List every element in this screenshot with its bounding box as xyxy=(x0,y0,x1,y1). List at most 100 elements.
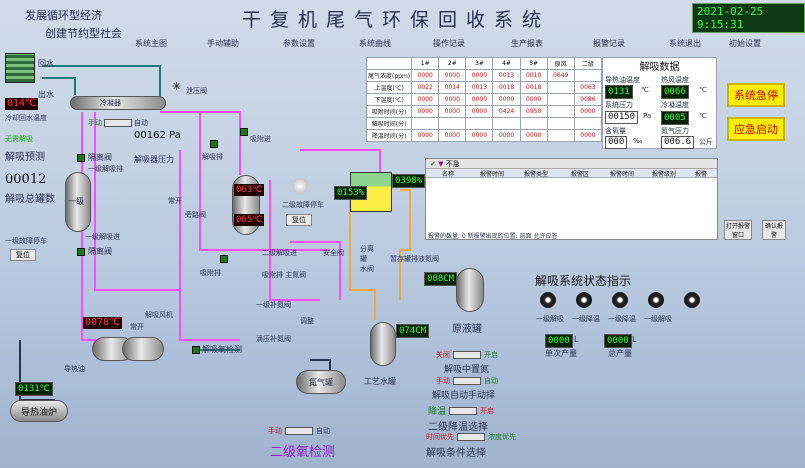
cooling-label: 冷却回水温度 xyxy=(5,114,47,122)
selector-3[interactable]: 降温 开启 xyxy=(428,404,494,417)
status-light-label: 一级降温 xyxy=(608,315,636,323)
separator-label: 分离罐 xyxy=(360,245,374,263)
menu-item-oplog[interactable]: 操作记录 xyxy=(433,39,465,48)
process-level: 074CM xyxy=(396,324,430,338)
status-light-icon xyxy=(612,292,628,308)
selector-on: 时间优先 xyxy=(426,433,454,441)
trim-label: 调整 xyxy=(300,317,314,325)
check-icon[interactable]: ✔ xyxy=(430,160,436,168)
manual-label: 手动 xyxy=(268,427,282,435)
normally-open-2-label: 常开 xyxy=(130,323,144,331)
isolation-valve-2[interactable] xyxy=(77,248,85,256)
hot-air-value: 0066 xyxy=(661,85,689,99)
condenser-vessel xyxy=(70,96,166,110)
menu-item-params[interactable]: 参数设置 xyxy=(283,39,315,48)
menu-item-report[interactable]: 生产报表 xyxy=(511,39,543,48)
menu-item-manual[interactable]: 手动辅助 xyxy=(207,39,239,48)
selector-2[interactable]: 手动 自动 xyxy=(436,376,498,386)
selector-off: 开启 xyxy=(484,351,498,359)
selector-4-label: 解吸条件选择 xyxy=(426,448,486,459)
menu-item-exit[interactable]: 系统退出 xyxy=(669,39,701,48)
cooling-temp: 014℃ xyxy=(5,98,39,110)
open-alarm-button[interactable]: 打开报警窗口 xyxy=(724,220,752,240)
alarm-col: 报警时间 xyxy=(609,171,634,178)
oxygen-switch[interactable] xyxy=(285,427,313,435)
slogan-1: 发展循环型经济 xyxy=(25,9,102,22)
stage2-desorb-in-label: 二级解吸进 xyxy=(262,249,297,257)
stage2-temp-top: 063℃ xyxy=(234,184,265,196)
single-output: 0000 xyxy=(545,334,573,348)
desorb-unit: 公斤 xyxy=(699,138,713,146)
desorb-label: 系统压力 xyxy=(605,101,633,109)
alarm-col: 报警 xyxy=(694,171,707,178)
water-valve-label: 水阀 xyxy=(360,265,374,273)
total-count: 00012 xyxy=(5,172,47,187)
single-output-unit: L xyxy=(574,335,579,344)
stage2-oxygen-label: 二级氧检测 xyxy=(270,445,336,460)
normally-open-label: 常开 xyxy=(168,197,182,205)
selector-switch[interactable] xyxy=(457,433,485,441)
menu-item-init[interactable]: 初始设置 xyxy=(729,39,761,48)
selector-switch[interactable] xyxy=(449,406,478,415)
process-tank-label: 工艺水罐 xyxy=(364,377,396,386)
clock: 2021-02-25 9:15:31 xyxy=(692,3,805,33)
alarm-window: ✔ ▼ 不急 名称 报警时间 报警类型 报警区 报警时间 报警级别 报警 报警的… xyxy=(425,158,718,240)
selector-on: 降温 xyxy=(428,407,447,417)
filter-icon[interactable]: ▼ xyxy=(438,160,444,168)
menu-item-alarm[interactable]: 报警记录 xyxy=(593,39,625,48)
emergency-stop-button[interactable]: 系统急停 xyxy=(727,83,785,107)
status-light-label: 一级降温 xyxy=(572,315,600,323)
emergency-start-button[interactable]: 应急启动 xyxy=(727,117,785,141)
oxygen-valve[interactable] xyxy=(192,345,200,354)
selector-switch[interactable] xyxy=(453,351,481,359)
oil-pipe xyxy=(399,189,411,300)
out-water-label: 出水 xyxy=(38,90,54,99)
adsorb-main-label: 吸附排 主氮阀 xyxy=(262,271,307,279)
selector-1[interactable]: 关闭 开启 xyxy=(436,350,498,360)
desorb-label: 热风温度 xyxy=(661,76,689,84)
stock-tank-label: 原液罐 xyxy=(452,324,482,335)
oil-heater: 导热油炉 xyxy=(10,400,68,422)
manual-switch[interactable]: 手动 自动 xyxy=(88,118,148,128)
alarm-header: 名称 报警时间 报警类型 报警区 报警时间 报警级别 报警 xyxy=(426,169,717,178)
alarm-filter[interactable]: 不急 xyxy=(445,160,460,168)
selector-switch[interactable] xyxy=(453,377,481,385)
stage2-oxygen-switch[interactable]: 手动 自动 xyxy=(268,426,330,436)
nitrogen-pipe xyxy=(199,112,330,251)
oil-pipe xyxy=(349,200,376,320)
stock-tank xyxy=(456,268,484,312)
stage1-fault-label: 一级故障停车 xyxy=(5,237,47,245)
nitrogen-pipe xyxy=(300,149,381,175)
desorb-label: 含氧量 xyxy=(605,127,626,135)
confirm-alarm-button[interactable]: 确认报警 xyxy=(762,220,786,240)
desorb-unit: ℃ xyxy=(641,86,649,94)
cell: 0000 xyxy=(492,129,521,142)
menu-item-main[interactable]: 系统主图 xyxy=(135,39,167,48)
isolation-valve-1[interactable] xyxy=(77,154,85,162)
process-tank xyxy=(370,322,396,366)
stage1-reset-button[interactable]: 复位 xyxy=(10,249,36,261)
stage2-desorb-out-label: 一级补氮阀 xyxy=(256,301,291,309)
manual-label: 手动 xyxy=(88,119,102,127)
temp-guide-label: 导热油 xyxy=(64,365,85,373)
desorb-exhaust-valve[interactable] xyxy=(210,140,218,148)
isolation-label-2: 隔离阀 xyxy=(88,247,112,256)
adsorb-out-valve[interactable] xyxy=(220,255,228,263)
page-title: 干复机尾气环保回收系统 xyxy=(242,9,551,31)
circ-water-label: 回水 xyxy=(38,59,54,68)
stage2-reset-button[interactable]: 复位 xyxy=(286,214,312,226)
oil-temp-value: 0131 xyxy=(605,85,633,99)
alarm-toolbar: ✔ ▼ 不急 xyxy=(426,159,717,169)
adsorb-in-valve[interactable] xyxy=(240,128,248,136)
stage2-temp-bottom: 065℃ xyxy=(234,214,265,226)
bypass-n2-label: 滴压补氮阀 xyxy=(256,335,291,343)
status-light-icon xyxy=(684,292,700,308)
manual-auto-switch[interactable] xyxy=(104,119,132,127)
alarm-col: 报警类型 xyxy=(523,171,548,178)
menu-item-curves[interactable]: 系统曲线 xyxy=(359,39,391,48)
selector-4[interactable]: 时间优先 浓度优先 xyxy=(426,432,516,442)
col-header: 二级 xyxy=(573,57,603,70)
